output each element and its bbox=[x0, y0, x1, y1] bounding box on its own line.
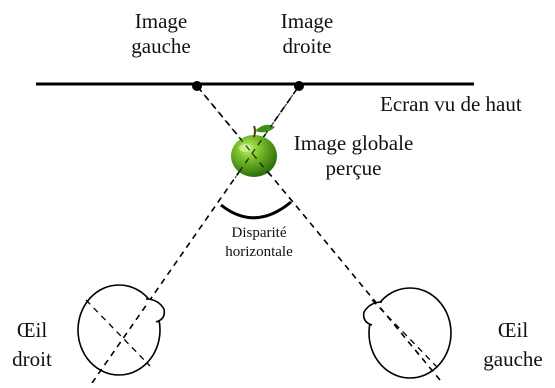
label-disparity-line1: Disparité bbox=[204, 224, 314, 243]
label-disparity-line2: horizontale bbox=[204, 243, 314, 262]
disparity-arc bbox=[221, 202, 291, 218]
label-image-left: Image gauche bbox=[116, 9, 206, 59]
label-disparity: Disparité horizontale bbox=[204, 224, 314, 262]
label-eye-right-line2: droit bbox=[0, 347, 64, 372]
label-global-image-line2: perçue bbox=[276, 156, 431, 181]
label-eye-right-line1: Œil bbox=[0, 318, 64, 343]
label-eye-right: Œil droit bbox=[0, 318, 64, 372]
label-screen: Ecran vu de haut bbox=[380, 92, 522, 117]
label-global-image-line1: Image globale bbox=[276, 131, 431, 156]
label-image-right-line2: droite bbox=[262, 34, 352, 59]
label-eye-left-line1: Œil bbox=[474, 318, 552, 343]
label-eye-left: Œil gauche bbox=[474, 318, 552, 372]
label-image-right-line1: Image bbox=[262, 9, 352, 34]
label-global-image: Image globale perçue bbox=[276, 131, 431, 181]
label-image-left-line1: Image bbox=[116, 9, 206, 34]
label-eye-left-line2: gauche bbox=[474, 347, 552, 372]
eye-left-shape bbox=[364, 288, 451, 378]
label-image-right: Image droite bbox=[262, 9, 352, 59]
label-image-left-line2: gauche bbox=[116, 34, 206, 59]
